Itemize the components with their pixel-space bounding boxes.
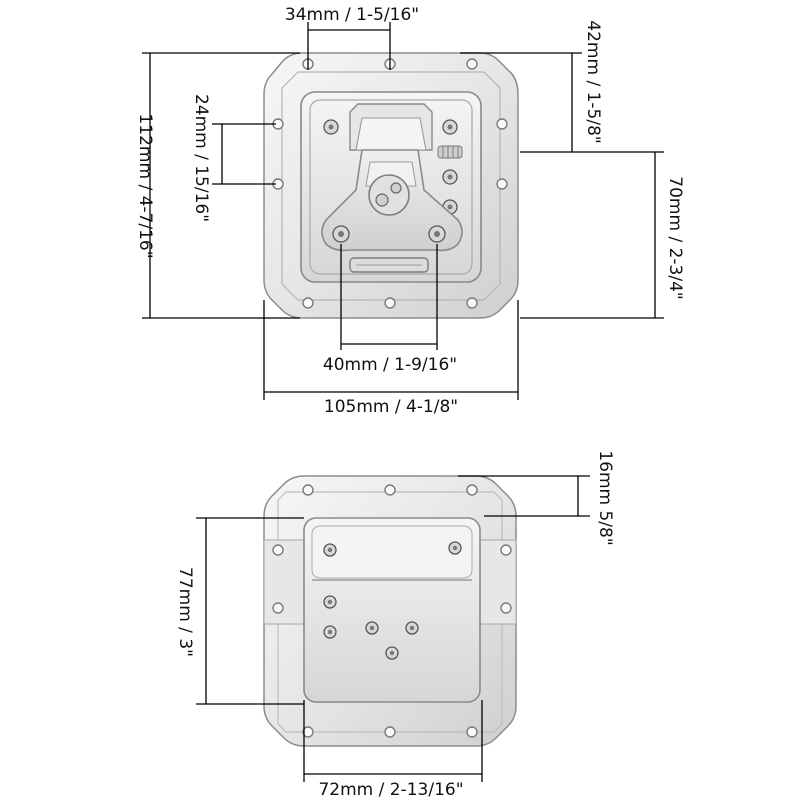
mounting-hole (466, 297, 478, 309)
top-view-dimensions: 34mm / 1-5/16" 112mm / 4-7/16" 24mm / 15… (135, 5, 685, 417)
mounting-hole (384, 484, 396, 496)
mounting-hole (496, 178, 508, 190)
dim-top-hole-spacing: 34mm / 1-5/16" (285, 5, 419, 25)
dim-flange-offset-top: 42mm / 1-5/8" (583, 20, 603, 143)
mounting-hole (496, 118, 508, 130)
mounting-hole (302, 297, 314, 309)
mounting-hole (384, 297, 396, 309)
mounting-hole (500, 544, 512, 556)
mounting-hole (466, 58, 478, 70)
rear-mounting-holes (272, 484, 512, 738)
spring (437, 145, 463, 159)
mounting-hole (384, 726, 396, 738)
mounting-hole (466, 484, 478, 496)
mounting-hole (302, 726, 314, 738)
center-boss (368, 174, 410, 216)
mounting-hole (466, 726, 478, 738)
dim-overall-height: 112mm / 4-7/16" (135, 113, 155, 258)
latch-rear-view (263, 475, 517, 747)
latch-front-view (263, 52, 519, 319)
mounting-hole (272, 544, 284, 556)
dim-rear-box-width: 72mm / 2-13/16" (318, 780, 463, 800)
mounting-hole (272, 602, 284, 614)
rear-rivets (323, 541, 462, 660)
rivets (323, 119, 458, 215)
dim-pivot-spacing: 40mm / 1-9/16" (323, 355, 457, 375)
dim-overall-width: 105mm / 4-1/8" (324, 397, 458, 417)
dim-side-hole-spacing: 24mm / 15/16" (191, 94, 211, 222)
dim-rear-box-height: 77mm / 3" (175, 567, 195, 657)
mounting-hole (500, 602, 512, 614)
rear-view-dimensions: 16mm 5/8" 77mm / 3" 72mm / 2-13/16" (175, 450, 615, 800)
mounting-hole (302, 484, 314, 496)
dim-rear-flange-offset: 16mm 5/8" (595, 450, 615, 545)
dim-recess-height: 70mm / 2-3/4" (665, 176, 685, 299)
